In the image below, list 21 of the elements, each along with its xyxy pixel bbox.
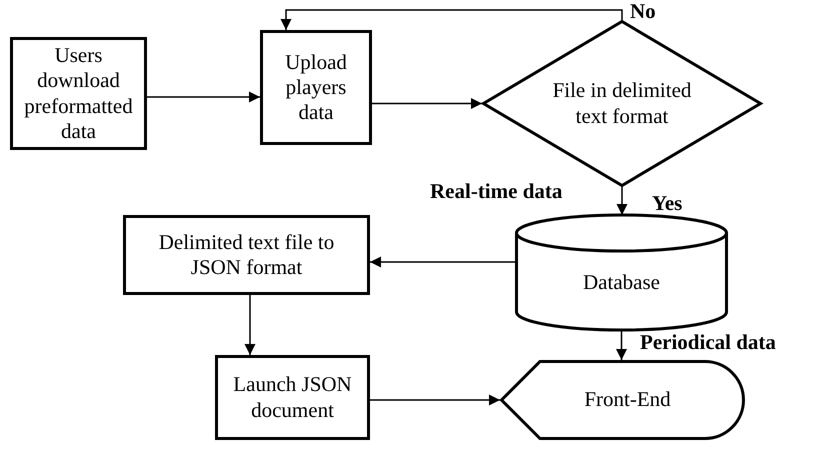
process-box <box>10 37 147 150</box>
database-cylinder <box>515 215 728 330</box>
arrow <box>372 98 482 109</box>
node-text: Front-End <box>584 387 671 413</box>
node-text: Database <box>583 270 660 296</box>
process-box <box>123 215 370 295</box>
arrow <box>244 295 256 355</box>
process-box <box>215 355 370 440</box>
arrow <box>370 394 500 406</box>
process-box <box>260 30 372 145</box>
node-text: File in delimited text format <box>552 78 692 129</box>
arrow <box>616 187 628 215</box>
arrow <box>370 256 515 268</box>
arrow <box>616 330 627 360</box>
display-shape <box>500 360 745 440</box>
node-text: Delimited text file to JSON format <box>158 230 336 280</box>
arrow <box>147 92 260 102</box>
node-text: Upload players data <box>284 50 348 126</box>
arrow <box>280 9 623 30</box>
node-text: Users download preformatted data <box>23 43 134 144</box>
node-text: Launch JSON document <box>232 372 353 423</box>
